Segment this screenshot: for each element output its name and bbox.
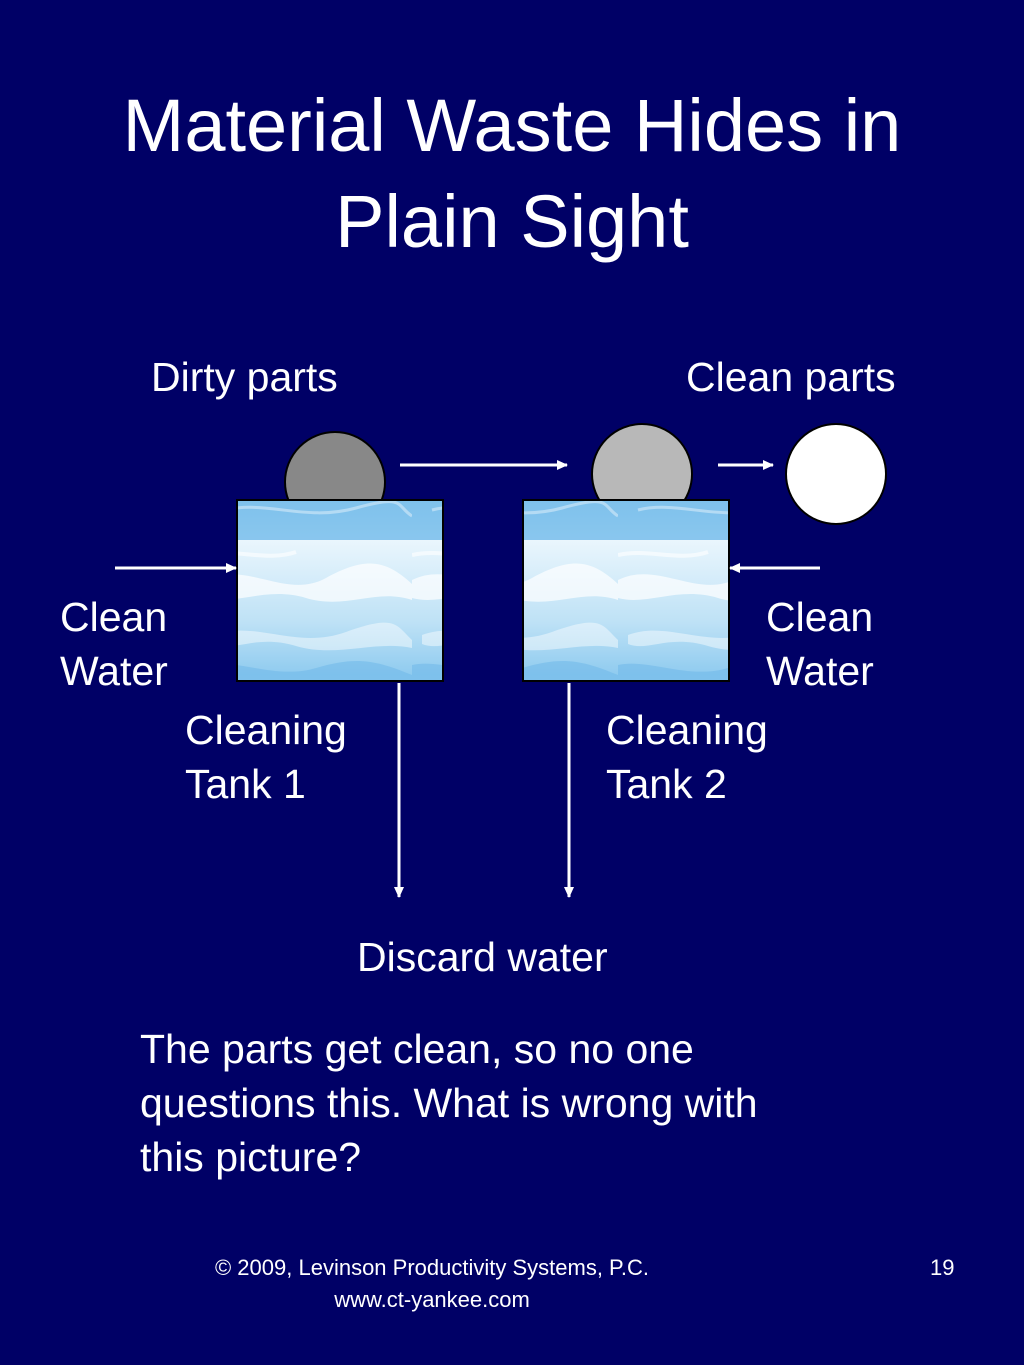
label-cleaning-tank-2-line-1: Cleaning bbox=[606, 707, 768, 753]
label-clean-water-right: Clean Water bbox=[766, 590, 874, 698]
page-number: 19 bbox=[930, 1255, 955, 1280]
label-clean-water-left: Clean Water bbox=[60, 590, 168, 698]
footer-website: www.ct-yankee.com bbox=[334, 1287, 530, 1312]
label-cleaning-tank-2: Cleaning Tank 2 bbox=[606, 703, 768, 811]
label-cleaning-tank-1-line-2: Tank 1 bbox=[185, 761, 306, 807]
label-cleaning-tank-1-line-1: Cleaning bbox=[185, 707, 347, 753]
label-clean-water-right-line-2: Water bbox=[766, 648, 874, 694]
clean-part bbox=[785, 423, 887, 525]
label-cleaning-tank-2-line-2: Tank 2 bbox=[606, 761, 727, 807]
label-clean-water-left-line-1: Clean bbox=[60, 594, 168, 640]
label-dirty-parts: Dirty parts bbox=[151, 354, 338, 400]
cleaning-tank-1 bbox=[236, 499, 444, 682]
label-discard-water: Discard water bbox=[357, 934, 608, 980]
label-cleaning-tank-1: Cleaning Tank 1 bbox=[185, 703, 347, 811]
footer-credit: © 2009, Levinson Productivity Systems, P… bbox=[0, 1252, 864, 1316]
caption-line-1: The parts get clean, so no one bbox=[140, 1026, 694, 1072]
slide-caption: The parts get clean, so no one questions… bbox=[140, 1022, 860, 1184]
caption-line-2: questions this. What is wrong with bbox=[140, 1080, 758, 1126]
caption-line-3: this picture? bbox=[140, 1134, 362, 1180]
title-line-2: Plain Sight bbox=[335, 180, 689, 263]
label-clean-water-left-line-2: Water bbox=[60, 648, 168, 694]
slide-title: Material Waste Hides in Plain Sight bbox=[0, 78, 1024, 270]
footer-copyright: © 2009, Levinson Productivity Systems, P… bbox=[214, 1255, 649, 1280]
title-line-1: Material Waste Hides in bbox=[122, 84, 902, 167]
label-clean-parts: Clean parts bbox=[686, 354, 896, 400]
label-clean-water-right-line-1: Clean bbox=[766, 594, 874, 640]
cleaning-tank-2 bbox=[522, 499, 730, 682]
